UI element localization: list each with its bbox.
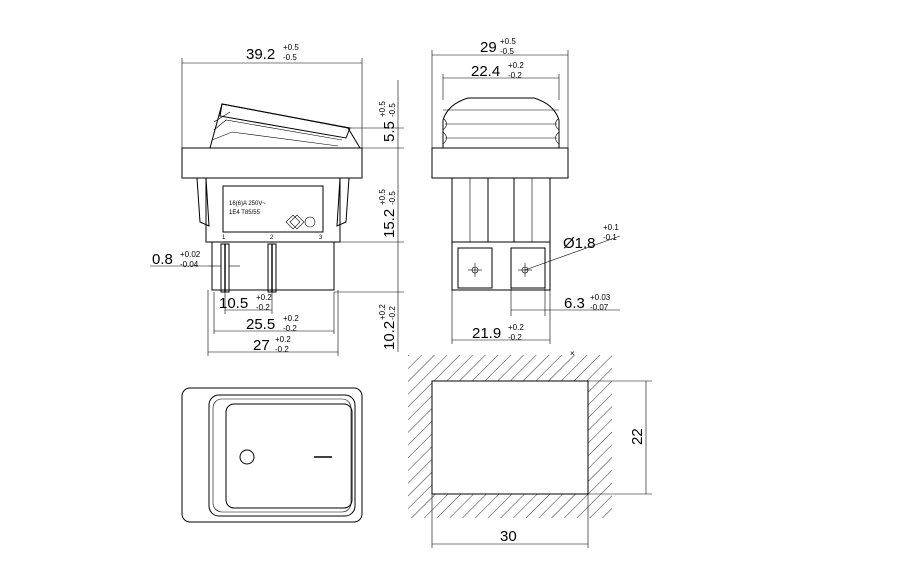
side-view: 29 +0.5 -0.5 22.4 +0.2 -0.2 Ø1.8 +0.1 -0… [431, 37, 621, 344]
dim-front-base-width: 27 +0.2 -0.2 [207, 290, 339, 356]
svg-text:+0.2: +0.2 [508, 323, 524, 332]
front-label-plate [222, 185, 324, 233]
svg-text:-0.2: -0.2 [508, 333, 522, 342]
svg-text:-0.07: -0.07 [590, 303, 609, 312]
off-symbol-icon [239, 449, 255, 465]
dim-rocker-height: 5.5 +0.5 -0.5 [348, 80, 404, 149]
dim-pitch: 10.5 +0.2 -0.2 [219, 292, 272, 314]
svg-text:-0.2: -0.2 [256, 303, 270, 312]
top-view [181, 387, 363, 523]
svg-text:+0.02: +0.02 [180, 250, 201, 259]
svg-text:+0.5: +0.5 [283, 43, 299, 52]
svg-text:-0.1: -0.1 [603, 233, 617, 242]
svg-text:Ø1.8: Ø1.8 [563, 235, 596, 252]
dim-side-hole: Ø1.8 +0.1 -0.1 [524, 223, 621, 271]
svg-text:30: 30 [500, 528, 517, 545]
svg-text:21.9: 21.9 [472, 325, 501, 342]
svg-text:-0.5: -0.5 [388, 191, 397, 205]
top-frame [208, 394, 356, 517]
svg-text:10.5: 10.5 [219, 295, 248, 312]
certification-marks-icon [285, 214, 316, 230]
side-body [451, 177, 551, 243]
svg-text:22.4: 22.4 [471, 63, 500, 80]
dim-terminal-height: 10.2 +0.2 -0.2 [334, 242, 404, 352]
svg-text:+0.03: +0.03 [590, 293, 611, 302]
svg-text:27: 27 [253, 337, 270, 354]
dim-body-height: 15.2 +0.5 -0.5 [340, 148, 404, 243]
front-rocker-boot [209, 103, 361, 149]
front-bezel [181, 147, 363, 179]
svg-text:6.3: 6.3 [564, 295, 585, 312]
terminal-number-1: 1 [222, 235, 226, 241]
front-right-clip [336, 177, 350, 227]
dim-front-width: 39.2 +0.5 -0.5 [181, 43, 363, 148]
svg-text:-0.2: -0.2 [275, 345, 289, 354]
svg-text:25.5: 25.5 [246, 316, 275, 333]
svg-text:0.8: 0.8 [152, 251, 173, 268]
svg-text:15.2: 15.2 [381, 209, 398, 238]
dim-terminal-span: 25.5 +0.2 -0.2 [213, 292, 335, 334]
svg-text:-0.5: -0.5 [388, 103, 397, 117]
svg-text:+0.2: +0.2 [283, 314, 299, 323]
svg-text:10.2: 10.2 [381, 321, 398, 350]
cutout-hatch [408, 355, 612, 518]
svg-text:-0.2: -0.2 [508, 71, 522, 80]
svg-text:+0.2: +0.2 [256, 293, 272, 302]
svg-text:22: 22 [629, 428, 646, 445]
rating-label-line1: 16(6)A 250V~ [229, 201, 266, 207]
front-view: 16(6)A 250V~ 1E4 T85/55 1 2 3 39.2 +0.5 … [150, 43, 404, 356]
dim-cutout-width: 30 [431, 494, 589, 548]
cutout-corner-mark: × [570, 349, 575, 358]
svg-text:+0.5: +0.5 [500, 37, 516, 46]
svg-text:5.5: 5.5 [381, 121, 398, 142]
side-boot [442, 97, 560, 148]
cutout-opening [431, 380, 589, 495]
front-terminals [220, 243, 277, 293]
rating-label-line2: 1E4 T85/55 [229, 210, 261, 216]
svg-text:+0.1: +0.1 [603, 223, 619, 232]
svg-text:-0.5: -0.5 [500, 47, 514, 56]
svg-text:-0.2: -0.2 [388, 306, 397, 320]
svg-text:+0.5: +0.5 [378, 101, 387, 117]
svg-text:+0.2: +0.2 [378, 304, 387, 320]
svg-text:39.2: 39.2 [246, 46, 275, 63]
side-terminal-tabs [457, 247, 546, 289]
terminal-number-2: 2 [270, 235, 274, 241]
svg-text:-0.2: -0.2 [283, 324, 297, 333]
top-bezel [181, 387, 363, 523]
dim-cutout-height: 22 [588, 380, 652, 495]
dim-terminal-thickness: 0.8 +0.02 -0.04 [150, 250, 240, 269]
svg-text:+0.2: +0.2 [508, 61, 524, 70]
dim-side-width: 29 +0.5 -0.5 [431, 37, 569, 148]
panel-cutout-view: × 22 30 [408, 349, 652, 548]
side-bezel [431, 147, 569, 179]
svg-text:-0.04: -0.04 [180, 260, 199, 269]
dim-side-base-width: 21.9 +0.2 -0.2 [451, 290, 551, 344]
svg-text:+0.5: +0.5 [378, 189, 387, 205]
terminal-number-3: 3 [319, 235, 323, 241]
top-frame-inner [212, 398, 352, 513]
svg-text:+0.2: +0.2 [275, 335, 291, 344]
dim-side-boot-width: 22.4 +0.2 -0.2 [442, 61, 560, 100]
front-left-clip [196, 177, 210, 227]
side-base [451, 241, 551, 291]
svg-text:29: 29 [480, 39, 497, 56]
dim-side-tab-width: 6.3 +0.03 -0.07 [510, 288, 620, 316]
top-rocker-face [225, 403, 353, 509]
svg-text:-0.5: -0.5 [283, 53, 297, 62]
